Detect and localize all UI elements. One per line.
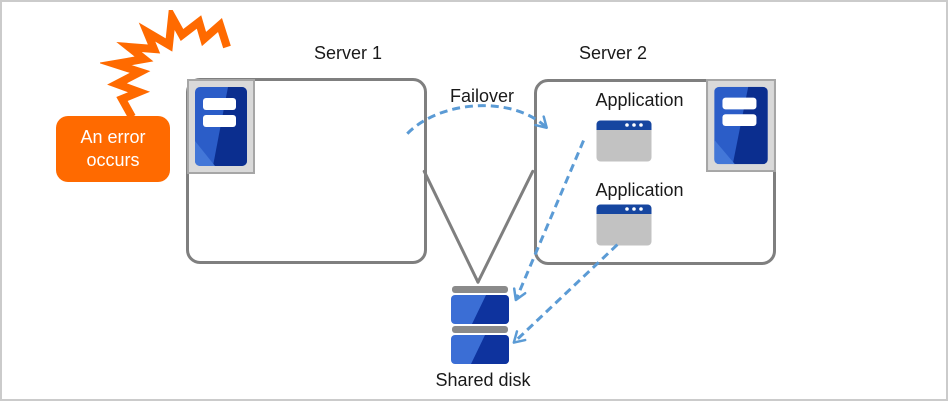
app-window-icon	[596, 204, 652, 246]
application1-label: Application	[595, 90, 684, 110]
server1-disk-line	[422, 169, 480, 284]
server1-label: Server 1	[313, 43, 383, 63]
server-tower-icon	[706, 79, 776, 172]
error-callout: An error occurs	[56, 116, 170, 182]
server2-label: Server 2	[578, 43, 648, 63]
error-shock-icon	[100, 10, 231, 119]
shared-disk-label: Shared disk	[435, 370, 531, 390]
server2-disk-line	[476, 169, 535, 284]
application2-label: Application	[595, 180, 684, 200]
error-callout-label: An error occurs	[80, 127, 146, 170]
disk-connector-lines	[422, 169, 535, 284]
shared-disk-icon	[451, 286, 509, 364]
failover-arrow	[406, 104, 548, 135]
server-tower-icon	[187, 79, 255, 174]
failover-label: Failover	[449, 86, 515, 106]
app-window-icon	[596, 120, 652, 162]
